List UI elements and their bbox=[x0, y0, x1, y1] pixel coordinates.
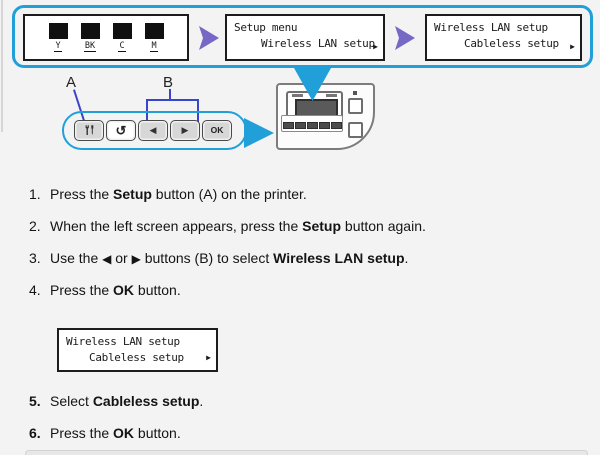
step-5: 5. Select Cableless setup. bbox=[0, 393, 203, 409]
ink-block-icon bbox=[144, 23, 164, 39]
callout-label-b: B bbox=[163, 74, 174, 91]
back-arrow-icon: ↺ bbox=[115, 123, 127, 138]
lcd-cursor-icon: ▶ bbox=[373, 42, 378, 51]
ink-block-icon bbox=[112, 23, 132, 39]
panel-button bbox=[319, 122, 330, 129]
panel-square-button bbox=[348, 122, 363, 138]
step-1: 1. Press the Setup button (A) on the prin… bbox=[0, 186, 307, 202]
ink-indicator: Y bbox=[48, 23, 68, 52]
step-text: Press the bbox=[50, 186, 114, 202]
callout-line-b bbox=[146, 99, 199, 101]
lcd-line: Cableless setup bbox=[89, 351, 184, 364]
left-edge-decor bbox=[1, 0, 3, 132]
bottom-cutoff-element bbox=[25, 450, 588, 455]
step-text: . bbox=[199, 393, 204, 409]
ink-label: BK bbox=[83, 41, 97, 52]
step-3: 3. Use the ◀ or ▶ buttons (B) to select W… bbox=[0, 250, 408, 266]
panel-square-button bbox=[348, 98, 363, 114]
step-text: When the left screen appears, press the bbox=[50, 218, 303, 234]
step-text: Use the bbox=[50, 250, 103, 266]
step-text: Wireless LAN setup bbox=[273, 250, 405, 266]
step-text: button again. bbox=[341, 218, 426, 234]
step-2: 2. When the left screen appears, press th… bbox=[0, 218, 426, 234]
right-button: ▶ bbox=[170, 120, 200, 141]
step-text: buttons (B) to select bbox=[140, 250, 274, 266]
ink-indicator: C bbox=[112, 23, 132, 52]
back-button: ↺ bbox=[106, 120, 136, 141]
lcd-cursor-icon: ▶ bbox=[206, 353, 211, 362]
right-triangle-icon: ▶ bbox=[131, 252, 141, 266]
step-text: button (A) on the printer. bbox=[151, 186, 307, 202]
callout-label-a: A bbox=[66, 74, 77, 91]
lcd-line: Wireless LAN setup bbox=[434, 21, 548, 34]
pointer-triangle-icon bbox=[244, 118, 274, 148]
hinge-mark bbox=[292, 94, 303, 97]
step-number: 6. bbox=[29, 425, 41, 441]
step-text: Press the bbox=[50, 282, 114, 298]
step-text: OK bbox=[113, 425, 135, 441]
step-6: 6. Press the OK button. bbox=[0, 425, 181, 441]
lcd-cursor-icon: ▶ bbox=[570, 42, 575, 51]
lcd-flow-strip bbox=[12, 5, 593, 68]
step-text: Select bbox=[50, 393, 93, 409]
control-buttons-group: ↺ ◀ ▶ OK bbox=[62, 111, 247, 150]
ok-button-label: OK bbox=[210, 125, 224, 136]
ink-label: Y bbox=[54, 41, 62, 52]
ink-block-icon bbox=[80, 23, 100, 39]
panel-button bbox=[331, 122, 342, 129]
panel-button-base bbox=[281, 115, 343, 132]
step-text: . bbox=[404, 250, 409, 266]
ink-label: M bbox=[150, 41, 158, 52]
panel-button-row bbox=[283, 122, 342, 129]
lcd-line: Setup menu bbox=[234, 21, 298, 34]
printer-panel-illustration bbox=[276, 83, 375, 150]
panel-button bbox=[283, 122, 294, 129]
setup-button bbox=[74, 120, 104, 141]
step-text: button. bbox=[134, 282, 181, 298]
right-triangle-icon: ▶ bbox=[181, 125, 189, 135]
lcd-line: Wireless LAN setup bbox=[261, 37, 375, 50]
ok-button: OK bbox=[202, 120, 232, 141]
step-number: 2. bbox=[29, 218, 41, 234]
step-number: 4. bbox=[29, 282, 41, 298]
panel-button bbox=[295, 122, 306, 129]
step-4: 4. Press the OK button. bbox=[0, 282, 181, 298]
left-triangle-icon: ◀ bbox=[149, 125, 157, 135]
step-text: Press the bbox=[50, 425, 114, 441]
ink-status-screen: Y BK C M bbox=[23, 14, 189, 61]
lcd-screen-inset: Wireless LAN setup Cableless setup ▶ bbox=[57, 328, 218, 372]
panel-led-icon bbox=[353, 91, 357, 95]
step-number: 1. bbox=[29, 186, 41, 202]
step-text: Setup bbox=[302, 218, 342, 234]
wireless-lan-setup-screen: Wireless LAN setup Cableless setup ▶ bbox=[425, 14, 582, 61]
step-text: Cableless setup bbox=[92, 393, 200, 409]
step-number: 3. bbox=[29, 250, 41, 266]
ink-block-icon bbox=[48, 23, 68, 39]
step-text: button. bbox=[134, 425, 181, 441]
lcd-line: Wireless LAN setup bbox=[66, 335, 180, 348]
lcd-line: Cableless setup bbox=[464, 37, 559, 50]
setup-menu-screen: Setup menu Wireless LAN setup ▶ bbox=[225, 14, 385, 61]
ink-indicator: BK bbox=[80, 23, 100, 52]
hinge-mark bbox=[326, 94, 337, 97]
callout-line-b bbox=[169, 89, 171, 101]
step-text: or bbox=[111, 250, 132, 266]
left-triangle-icon: ◀ bbox=[102, 252, 112, 266]
step-text: Setup bbox=[113, 186, 152, 202]
left-button: ◀ bbox=[138, 120, 168, 141]
ink-label: C bbox=[118, 41, 126, 52]
ink-indicator: M bbox=[144, 23, 164, 52]
panel-button bbox=[307, 122, 318, 129]
setup-tools-icon bbox=[85, 125, 93, 135]
step-number: 5. bbox=[29, 393, 41, 409]
step-text: OK bbox=[113, 282, 135, 298]
